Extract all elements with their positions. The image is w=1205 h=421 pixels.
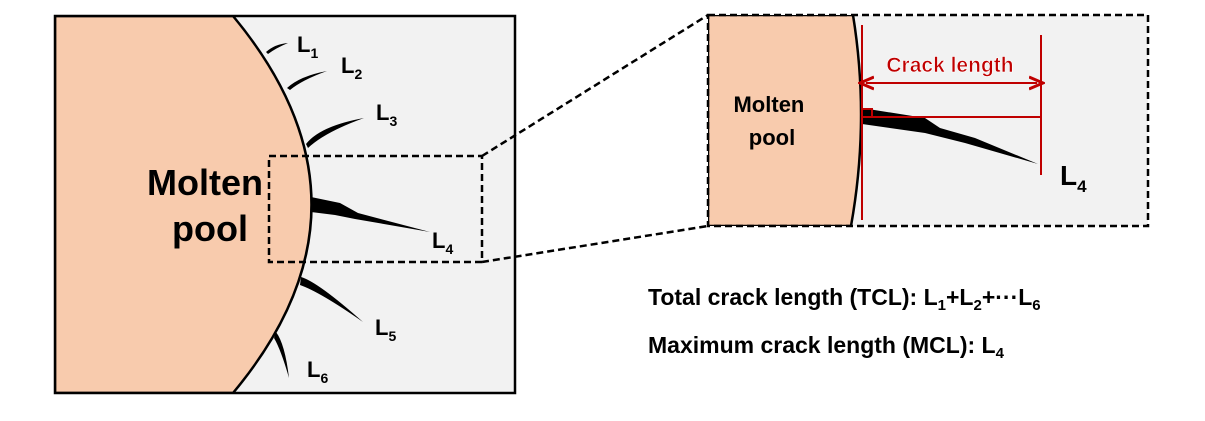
- cracks: [266, 43, 430, 378]
- label-l4: L4: [432, 228, 453, 257]
- crack-6: [274, 332, 289, 378]
- label-l5: L5: [375, 315, 396, 344]
- zoom-label-l4: L4: [1060, 160, 1087, 196]
- crack-1: [266, 43, 288, 54]
- zoom-pool-label: Molten pool: [733, 92, 810, 150]
- label-l2: L2: [341, 53, 362, 82]
- zoom-region-box: [267, 154, 484, 264]
- mcl-definition: Maximum crack length (MCL): L4: [648, 332, 1005, 362]
- molten-pool-shape: [55, 16, 313, 393]
- crack-length-label: Crack length: [886, 54, 1013, 77]
- crack-2: [287, 71, 327, 90]
- tcl-definition: Total crack length (TCL): L1+L2+···L6: [648, 284, 1041, 314]
- label-l6: L6: [307, 357, 328, 386]
- zoom-indicator: [267, 13, 709, 264]
- main-panel: Molten pool L1 L2 L3 L4 L5 L6: [53, 14, 517, 395]
- connector-top: [481, 13, 709, 158]
- right-angle-mark: [861, 108, 873, 118]
- panel-border: [53, 14, 517, 395]
- zoom-panel: Crack length Molten pool L4: [706, 13, 1150, 228]
- zoom-border: [706, 13, 1150, 228]
- label-l1: L1: [297, 32, 318, 61]
- measurement: [862, 25, 1041, 220]
- pool-label: Molten pool: [147, 162, 273, 249]
- zoom-pool-shape: [708, 15, 863, 226]
- connector-bottom: [481, 224, 709, 264]
- crack-5: [300, 277, 363, 322]
- crack-4: [311, 197, 430, 232]
- zoom-crack: [862, 108, 1038, 164]
- label-l3: L3: [376, 100, 397, 129]
